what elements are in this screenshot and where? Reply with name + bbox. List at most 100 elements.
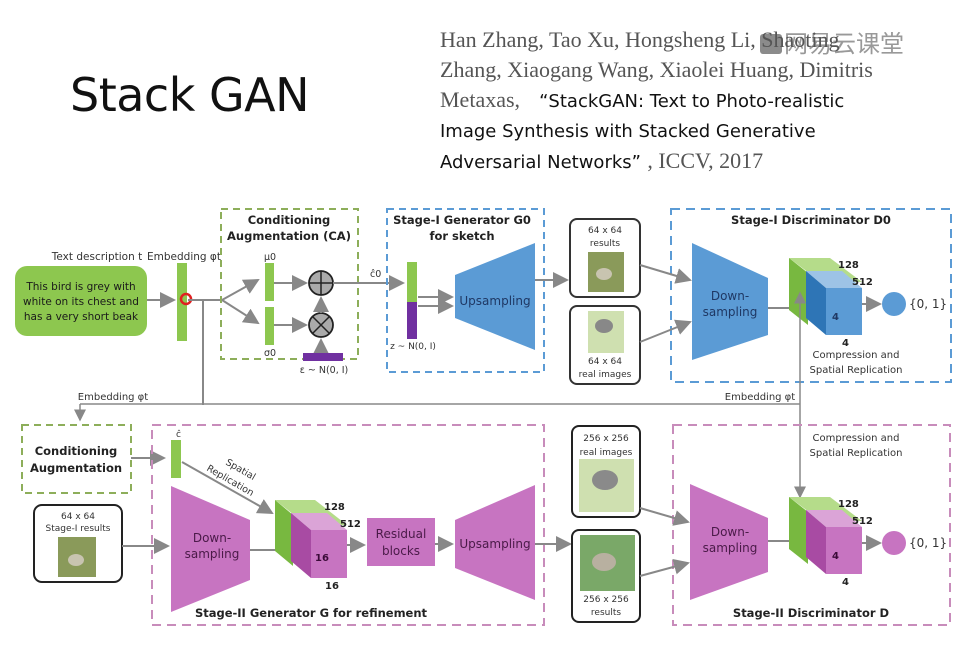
sigma-label: σ0 bbox=[264, 348, 276, 359]
cube1-front bbox=[826, 288, 862, 335]
paper-title-2: Image Synthesis with Stacked Generative bbox=[440, 121, 816, 142]
arrow-real256-to-disc2 bbox=[639, 507, 690, 526]
stage1-upsampling-label: Upsampling bbox=[459, 294, 530, 308]
disc1-downsampling-1: Down- bbox=[711, 289, 749, 303]
residual-label-2: blocks bbox=[382, 544, 420, 558]
cube2-front bbox=[826, 527, 862, 574]
paper-title-3: Adversarial Networks” bbox=[440, 152, 641, 173]
c0-label: ĉ0 bbox=[370, 269, 381, 280]
results64-line-2: results bbox=[590, 239, 620, 249]
text-description-line-3: has a very short beak bbox=[24, 311, 139, 323]
residual-label-1: Residual bbox=[376, 527, 427, 541]
epsilon-bar bbox=[303, 353, 343, 361]
gen2-downsampling-1: Down- bbox=[193, 531, 231, 545]
gen-cube-dim-16b: 16 bbox=[325, 581, 339, 592]
stage2-downsampling-block bbox=[171, 486, 250, 612]
gen-cube-dim-128: 128 bbox=[324, 502, 345, 513]
gen-cube-side-pink bbox=[291, 513, 311, 578]
bird-shape-1 bbox=[596, 268, 612, 280]
stage1-results-line-2: Stage-I results bbox=[46, 524, 111, 534]
ca-title-1: Conditioning bbox=[248, 213, 331, 227]
cube1-dim-4a: 4 bbox=[832, 312, 839, 323]
embedding-left-label: Embedding φt bbox=[78, 392, 148, 403]
disc1-title: Stage-I Discriminator D0 bbox=[731, 213, 891, 227]
c0-bar bbox=[407, 262, 417, 302]
real64-line-2: real images bbox=[579, 370, 632, 380]
cube2-side-pink bbox=[806, 510, 826, 574]
arrow-spatial-replication bbox=[181, 461, 274, 514]
paper-title-1: “StackGAN: Text to Photo-realistic bbox=[539, 91, 845, 112]
gen-cube-dim-512: 512 bbox=[340, 519, 361, 530]
disc2-compression-1: Compression and bbox=[813, 433, 900, 444]
c-bar bbox=[171, 440, 181, 478]
gen1-title-2: for sketch bbox=[429, 229, 494, 243]
gen-cube-top-pink bbox=[291, 513, 347, 530]
text-description-line-2: white on its chest and bbox=[23, 296, 139, 308]
reference-citation: Han Zhang, Tao Xu, Hongsheng Li, Shaotin… bbox=[440, 25, 910, 177]
cube1-top-blue bbox=[806, 271, 862, 288]
real256-line-2: real images bbox=[580, 448, 633, 458]
cube2-dim-4b: 4 bbox=[842, 577, 849, 588]
ca-box bbox=[220, 208, 359, 360]
gen1-title-1: Stage-I Generator G0 bbox=[393, 213, 531, 227]
ca2-title-2: Augmentation bbox=[30, 461, 122, 475]
arrow-to-mu bbox=[221, 279, 260, 301]
times-d2 bbox=[311, 315, 331, 335]
stage1-upsampling-block bbox=[455, 243, 535, 350]
mu-bar bbox=[265, 263, 274, 301]
embedding-right-label: Embedding φt bbox=[725, 392, 795, 403]
disc2-downsampling-block bbox=[690, 484, 768, 600]
disc2-downsampling-2: sampling bbox=[703, 541, 758, 555]
disc2-downsampling-1: Down- bbox=[711, 525, 749, 539]
arrow-results64-to-disc1 bbox=[639, 264, 692, 284]
gen-cube-dim-16a: 16 bbox=[315, 553, 329, 564]
text-description-box bbox=[15, 266, 147, 336]
stage2-discriminator-box bbox=[672, 424, 951, 626]
stage1-discriminator-box bbox=[670, 208, 952, 383]
text-description-label: Text description t bbox=[51, 251, 142, 263]
cube1-dim-4b: 4 bbox=[842, 338, 849, 349]
real256-line-1: 256 x 256 bbox=[583, 434, 629, 444]
disc1-compression-1: Compression and bbox=[813, 350, 900, 361]
ca2-box bbox=[21, 424, 132, 494]
watermark-logo-icon bbox=[760, 34, 782, 54]
results256-line-2: results bbox=[591, 608, 621, 618]
stage2-upsampling-block bbox=[455, 485, 535, 600]
cube1-dim-512: 512 bbox=[852, 277, 873, 288]
gen-cube-side-green bbox=[275, 500, 293, 566]
stage1-results-line-1: 64 x 64 bbox=[61, 512, 95, 522]
gen2-downsampling-2: sampling bbox=[185, 547, 240, 561]
cube2-dim-4a: 4 bbox=[832, 551, 839, 562]
arrow-real64-to-disc1 bbox=[639, 319, 692, 343]
cube2-dim-128: 128 bbox=[838, 499, 859, 510]
slide-title: Stack GAN bbox=[70, 68, 310, 122]
authors-line-3: Metaxas, bbox=[440, 87, 521, 112]
ca-title-2: Augmentation (CA) bbox=[227, 229, 351, 243]
cube1-dim-128: 128 bbox=[838, 260, 859, 271]
embedding-label: Embedding φt bbox=[147, 251, 221, 263]
gen2-title: Stage-II Generator G for refinement bbox=[195, 606, 428, 620]
arrow-results256-to-disc2 bbox=[639, 558, 690, 577]
watermark-text: 网易云课堂 bbox=[784, 30, 904, 58]
disc2-title: Stage-II Discriminator D bbox=[733, 606, 889, 620]
stage2-upsampling-label: Upsampling bbox=[459, 537, 530, 551]
arrow-to-sigma bbox=[221, 299, 260, 325]
gen-cube-front bbox=[311, 530, 347, 578]
results256-line-1: 256 x 256 bbox=[583, 595, 629, 605]
z-label: z ~ N(0, I) bbox=[390, 342, 436, 352]
disc1-downsampling-2: sampling bbox=[703, 305, 758, 319]
disc2-compression-2: Spatial Replication bbox=[810, 448, 903, 459]
watermark: 网易云课堂 bbox=[760, 24, 904, 59]
cube2-dim-512: 512 bbox=[852, 516, 873, 527]
stage2-generator-box bbox=[151, 424, 545, 626]
cube1-side-blue bbox=[806, 271, 826, 335]
text-description-line-1: This bird is grey with bbox=[25, 281, 135, 293]
sigma-bar bbox=[265, 307, 274, 345]
ca2-title-1: Conditioning bbox=[35, 444, 118, 458]
authors-line-2: Zhang, Xiaogang Wang, Xiaolei Huang, Dim… bbox=[440, 57, 873, 82]
stage1-downsampling-block bbox=[692, 243, 768, 360]
bird-shape-3 bbox=[68, 554, 84, 566]
disc2-output-label: {0, 1} bbox=[909, 536, 947, 550]
venue: , ICCV, 2017 bbox=[647, 148, 764, 173]
